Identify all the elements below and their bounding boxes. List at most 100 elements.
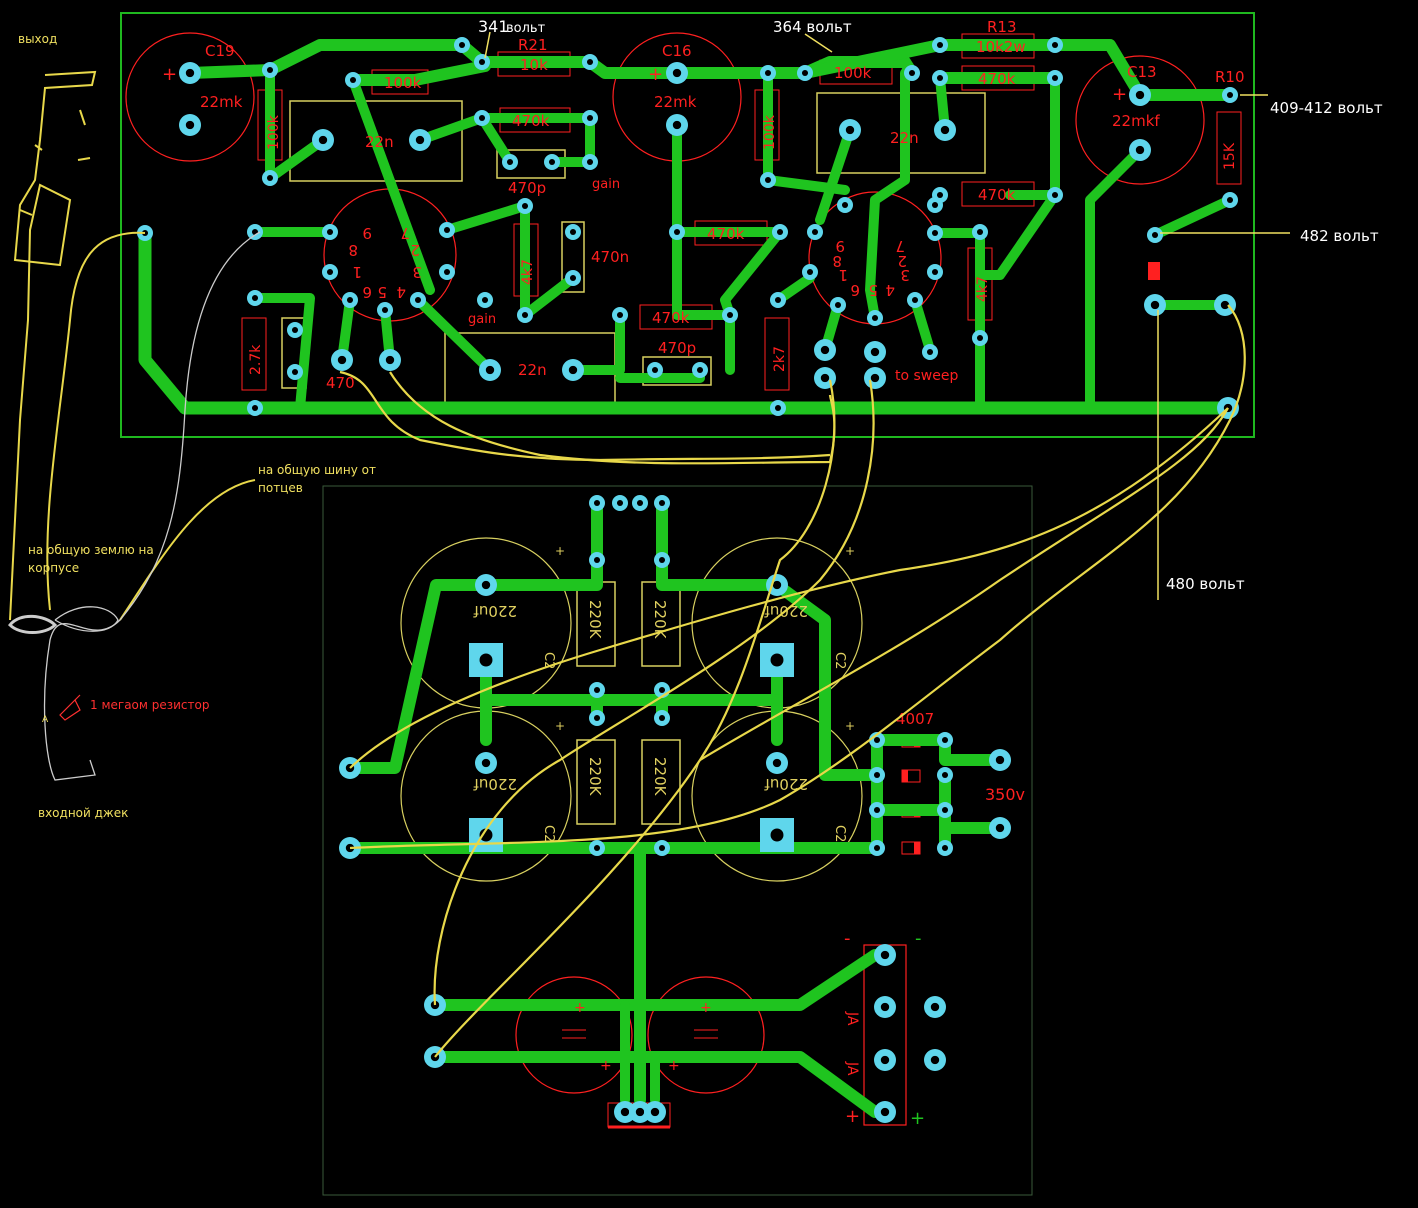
pad-hole	[1226, 91, 1234, 99]
pad-hole	[820, 373, 830, 383]
c-small-plus-2: +	[600, 1058, 612, 1074]
annotations: 341 вольт 364 вольт 409-412 вольт 482 во…	[18, 17, 1383, 820]
hand-drawn-wires: A	[8, 31, 1290, 1058]
pad-hole	[658, 844, 666, 852]
pad-hole	[931, 201, 939, 209]
bus-label-2: потцев	[258, 481, 303, 495]
r220k-4: 220K	[651, 757, 669, 797]
pad-hole	[976, 334, 984, 342]
pad-hole	[1220, 300, 1230, 310]
v480-label: 480 вольт	[1166, 575, 1245, 593]
pad-hole	[834, 301, 842, 309]
pad-hole	[870, 347, 880, 357]
pad-hole	[443, 226, 451, 234]
r470k-a: 470k	[512, 112, 550, 130]
psu-plus-3: +	[555, 719, 565, 733]
r100k-c: 100k	[266, 114, 282, 150]
c13-label: C13	[1127, 63, 1157, 81]
r220k-1: 220K	[586, 600, 604, 640]
pad-hole	[635, 1107, 645, 1117]
r470k-c: 470k	[978, 186, 1016, 204]
tube-pin-number: 7	[895, 237, 905, 255]
pad-hole	[349, 76, 357, 84]
psu-plus-2: +	[845, 544, 855, 558]
pad-hole	[941, 771, 949, 779]
diode-a: JA	[844, 1011, 860, 1026]
gain-label-a: gain	[592, 177, 620, 192]
plus-label-green: +	[910, 1108, 925, 1129]
cap470p-a: 470p	[508, 179, 546, 197]
d4007-label: 4007	[896, 710, 934, 728]
tube-pin-number: 5	[868, 281, 878, 299]
c2-4: C2	[832, 825, 847, 842]
pad-hole	[586, 114, 594, 122]
pad-hole	[811, 228, 819, 236]
pad-hole	[772, 580, 782, 590]
psu-board-outline	[322, 485, 1033, 1196]
gain-label-b: gain	[468, 312, 496, 327]
tube-pin-number: 8	[348, 241, 358, 259]
v482-label: 482 вольт	[1300, 227, 1379, 245]
pad-hole	[930, 1055, 940, 1065]
tube-pin-number: 1	[838, 266, 848, 284]
pad-hole	[415, 135, 425, 145]
r100k-a: 100k	[384, 74, 422, 92]
pad-hole	[873, 736, 881, 744]
pad-hole	[940, 125, 950, 135]
psu-plus-4: +	[845, 719, 855, 733]
pad-hole	[481, 296, 489, 304]
pad-hole	[673, 228, 681, 236]
pad-hole	[481, 580, 491, 590]
output-label: выход	[18, 32, 57, 46]
pad-hole	[806, 268, 814, 276]
c2-2: C2	[832, 652, 847, 669]
tube-pin-number: 8	[832, 252, 842, 270]
r10-value: 15K	[1222, 142, 1238, 170]
tube-pin-number: 9	[362, 224, 372, 242]
r4k7-a: 4k7	[520, 259, 536, 285]
pad-hole	[926, 348, 934, 356]
pad-hole	[185, 68, 195, 78]
pad-hole	[1135, 145, 1145, 155]
r13-label: R13	[987, 18, 1017, 36]
pad-hole	[291, 368, 299, 376]
r100k-b: 100k	[834, 64, 872, 82]
pads	[137, 37, 1239, 1123]
tube-pin-number: 6	[362, 283, 372, 301]
pad-hole	[936, 74, 944, 82]
v364-label: 364 вольт	[773, 18, 852, 36]
pad-hole	[873, 806, 881, 814]
pad-hole	[481, 758, 491, 768]
cap22n-a: 22n	[365, 133, 394, 151]
tube-pin-number: 4	[396, 283, 406, 301]
c2-3: C2	[541, 825, 556, 842]
to-sweep-label: to sweep	[895, 368, 958, 384]
pad-hole	[636, 499, 644, 507]
pad-hole	[346, 296, 354, 304]
minus-label: -	[844, 928, 851, 949]
minus-label-green: -	[915, 928, 922, 949]
pad-hole	[880, 1055, 890, 1065]
pad-hole	[672, 120, 682, 130]
pad-hole	[251, 294, 259, 302]
r470k-e: 470k	[652, 309, 690, 327]
pad-hole	[936, 41, 944, 49]
pad-hole	[593, 714, 601, 722]
r13-value: 10k2w	[976, 38, 1026, 56]
pad-hole	[941, 844, 949, 852]
tube-pin-number: 3	[412, 263, 422, 281]
diode-b: JA	[844, 1061, 860, 1076]
pad-hole	[726, 311, 734, 319]
pad-hole	[593, 844, 601, 852]
pad-hole	[941, 806, 949, 814]
pad-hole	[770, 828, 784, 842]
ground-label-2: корпусе	[28, 561, 79, 575]
tube-pin-number: 3	[900, 266, 910, 284]
tube-pin-number: 6	[850, 281, 860, 299]
pad-hole	[616, 311, 624, 319]
pad-hole	[931, 229, 939, 237]
pad-hole	[620, 1107, 630, 1117]
c13-value: 22mkf	[1112, 112, 1160, 130]
pad-hole	[764, 69, 772, 77]
pad-hole	[870, 373, 880, 383]
